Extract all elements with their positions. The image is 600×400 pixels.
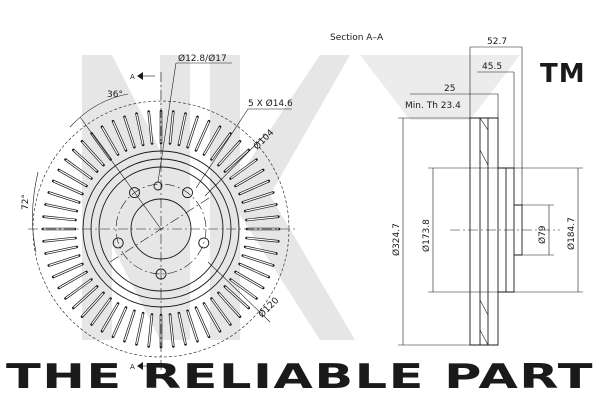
vane-slot-inner: [178, 113, 186, 145]
vane-slot-inner: [211, 133, 231, 160]
vane-slot-inner: [203, 127, 221, 155]
vane-slot-inner: [243, 192, 273, 203]
svg-text:5 X Ø14.6: 5 X Ø14.6: [248, 98, 293, 109]
vane-slot-inner: [101, 127, 119, 155]
vane-slot-inner: [245, 204, 276, 212]
outer-diameter-dimension: Ø324.7: [391, 117, 470, 346]
vane-slot-inner: [136, 113, 144, 145]
vane-slot-inner: [239, 180, 269, 195]
vane-slot-inner: [243, 255, 273, 266]
overall-width-dimension: 52.7: [469, 37, 523, 205]
svg-text:25: 25: [444, 84, 455, 94]
vane-slot-inner: [59, 169, 87, 187]
vane-slot-inner: [148, 314, 153, 346]
vane-slot-inner: [53, 263, 83, 278]
vane-slot-inner: [45, 204, 77, 212]
vane-slot-inner: [59, 271, 87, 289]
vane-slot-inner: [211, 298, 231, 325]
vane-slot-inner: [178, 313, 186, 344]
vane-slot-inner: [246, 237, 278, 242]
svg-text:72°: 72°: [21, 194, 31, 210]
svg-text:45.5: 45.5: [482, 62, 502, 72]
vane-slot-inner: [124, 117, 135, 147]
bolt-holes-leader: 5 X Ø14.6: [195, 98, 293, 189]
center-bore-dimension: Ø79: [522, 204, 554, 256]
min-thickness-label: Min. Th 23.4: [405, 101, 461, 111]
bolt-hole: [182, 187, 193, 199]
tagline-text: THE RELIABLE PART: [6, 357, 594, 397]
svg-text:Ø324.7: Ø324.7: [391, 223, 402, 256]
vane-slot-inner: [187, 117, 198, 147]
svg-text:Ø173.8: Ø173.8: [421, 219, 432, 252]
bolt-hole: [112, 237, 124, 249]
watermark: TM THE RELIABLE PART: [6, 55, 594, 397]
hat-diameter-dimension: Ø184.7: [514, 167, 583, 293]
vane-slot-inner: [53, 180, 83, 195]
vane-slot-inner: [65, 279, 92, 299]
svg-text:A: A: [130, 73, 135, 81]
vane-slot-inner: [148, 111, 153, 144]
vane-slot-inner: [73, 150, 97, 172]
vane-slot-inner: [91, 298, 111, 325]
vane-slot-inner: [230, 159, 257, 179]
svg-text:Ø12.8/Ø17: Ø12.8/Ø17: [178, 53, 227, 64]
nk-logo-k: [210, 55, 355, 340]
section-marker-bottom: A: [130, 362, 155, 371]
svg-text:Ø120: Ø120: [256, 295, 281, 320]
vane-slot-inner: [225, 286, 249, 308]
section-title: Section A–A: [330, 33, 384, 43]
svg-text:36°: 36°: [107, 90, 123, 100]
section-view: Section A–A 52.7 45.5 25: [330, 33, 583, 346]
vane-slot-inner: [43, 216, 76, 221]
bolt-hole: [129, 187, 140, 199]
vane-slot-inner: [195, 121, 210, 151]
vane-slot-inner: [82, 293, 104, 317]
svg-text:Ø79: Ø79: [537, 225, 548, 244]
vane-slot-inner: [136, 313, 144, 344]
vane-slot-inner: [245, 246, 276, 254]
center-hole-leader: Ø12.8/Ø17: [157, 53, 232, 183]
angle-72-dimension: 72°: [21, 171, 39, 253]
vane-slot-inner: [195, 307, 210, 337]
hat-height-dimension: 45.5: [477, 62, 515, 168]
vane-slot-inner: [187, 311, 198, 341]
vane-slot-inner: [230, 279, 257, 299]
svg-text:A: A: [130, 363, 135, 371]
vane-slot-inner: [235, 271, 263, 289]
vane-slot-inner: [218, 293, 240, 317]
svg-text:52.7: 52.7: [487, 37, 507, 47]
vane-slot-inner: [73, 286, 97, 308]
bolt-hole: [198, 237, 210, 249]
vane-slot-inner: [218, 141, 240, 165]
angle-36-dimension: 36°: [69, 90, 162, 230]
trademark-mark: TM: [540, 59, 586, 89]
vane-slot-inner: [49, 255, 79, 266]
vane-slot-inner: [101, 303, 119, 331]
vane-slot-inner: [45, 246, 77, 254]
front-view: A A 36° 72° Ø12.8/Ø17 5 X Ø14.: [21, 53, 296, 372]
vane-slot-inner: [239, 263, 269, 278]
section-marker-top: A: [130, 72, 155, 81]
vane-slot-inner: [112, 307, 127, 337]
vane-slot-inner: [43, 237, 76, 242]
friction-inner-dimension: Ø173.8: [421, 167, 498, 293]
vane-slot-inner: [225, 150, 249, 172]
vane-slot-inner: [49, 192, 79, 203]
svg-text:Ø184.7: Ø184.7: [566, 217, 577, 250]
vane-slot-inner: [169, 314, 174, 346]
vane-slot-inner: [65, 159, 92, 179]
vane-slot-inner: [169, 111, 174, 144]
vane-slot-inner: [235, 169, 263, 187]
vane-slot-inner: [246, 216, 278, 221]
vane-slot-inner: [124, 311, 135, 341]
nk-logo-swash: [360, 55, 520, 120]
disc-thickness-dimension: 25: [410, 84, 499, 118]
vane-slot-inner: [82, 141, 104, 165]
vane-slot-inner: [112, 121, 127, 151]
vane-slot-inner: [203, 303, 221, 331]
